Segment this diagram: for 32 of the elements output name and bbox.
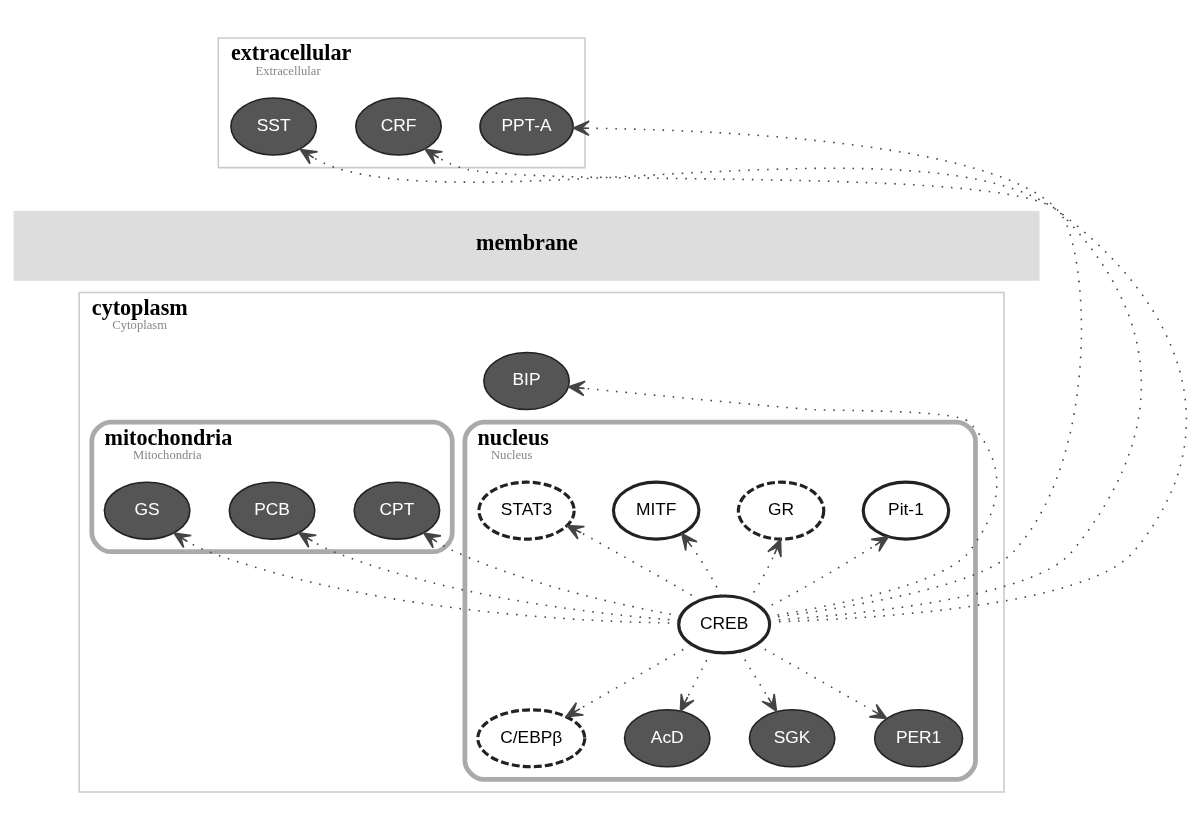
node-ellipse: CRF [355, 96, 442, 156]
node-ellipse: STAT3 [477, 480, 576, 541]
node-ellipse: MITF [611, 480, 701, 541]
node-ellipse: C/EBPβ [476, 707, 587, 768]
node-ellipse: PER1 [873, 708, 964, 768]
node-ellipse: SST [230, 96, 318, 156]
arrow [680, 532, 722, 596]
arrow [739, 650, 778, 712]
arrow [565, 643, 693, 717]
arrow [747, 538, 782, 601]
node-ellipse: PPT-A [479, 96, 574, 156]
arrow [762, 535, 890, 610]
node-ellipse: GS [103, 480, 191, 540]
node-ellipse: BIP [483, 351, 570, 410]
node-ellipse: CREB [677, 593, 772, 654]
node-box: membrane [13, 210, 1040, 281]
arrow [298, 531, 680, 621]
arrow [567, 380, 998, 617]
arrow [572, 119, 1083, 619]
node-ellipse: Pit-1 [861, 480, 951, 541]
arrow [422, 531, 682, 617]
arrow [173, 531, 680, 624]
node-ellipse: SGK [748, 708, 836, 768]
node-ellipse: GR [736, 480, 826, 541]
node-ellipse: CPT [353, 480, 441, 540]
node-ellipse: PCB [228, 480, 316, 540]
arrow [566, 524, 701, 601]
node-ellipse: AcD [623, 708, 711, 768]
arrow [424, 148, 1143, 621]
arrow [679, 650, 712, 712]
arrow [299, 148, 1187, 623]
arrow [755, 643, 888, 719]
